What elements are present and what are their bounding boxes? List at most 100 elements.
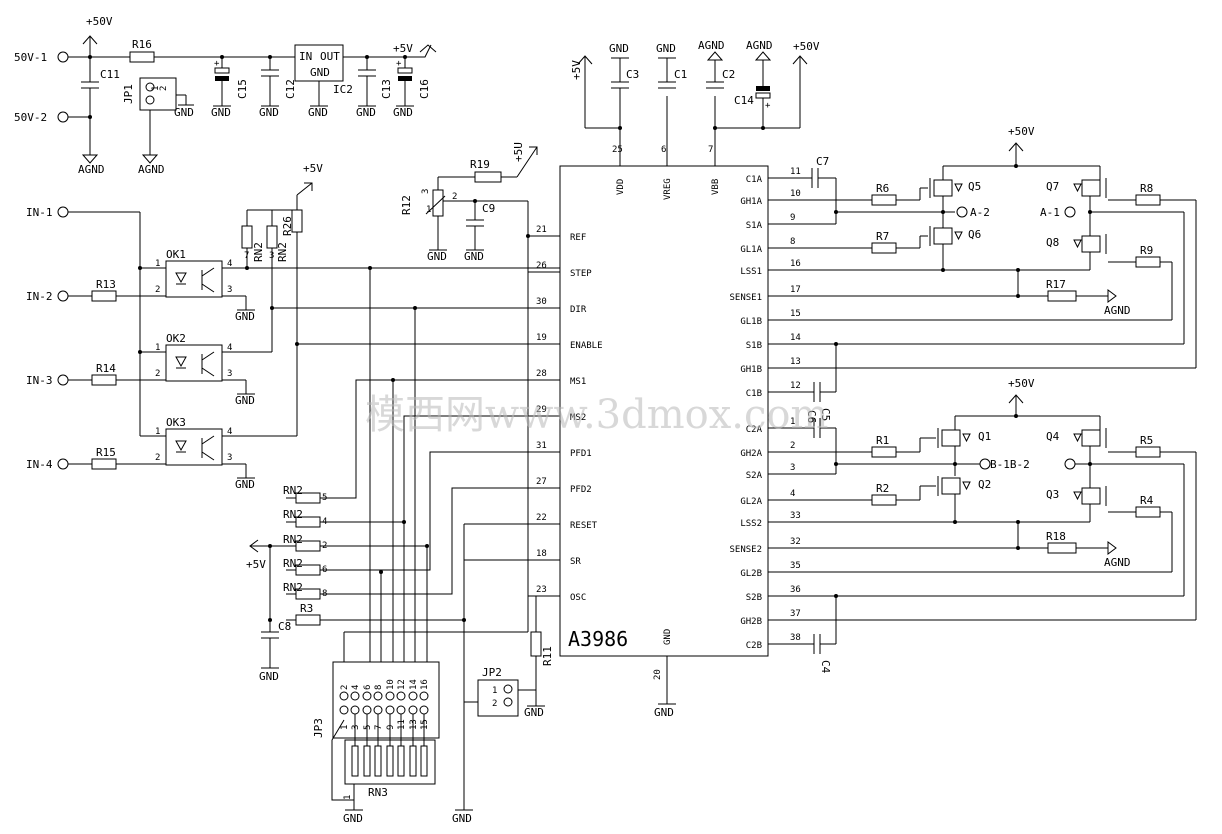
output-b1b2-label: B-1B-2: [990, 458, 1030, 471]
header-pin[interactable]: [408, 705, 418, 715]
r16-label: R16: [132, 38, 152, 51]
ic-pin-name: RESET: [570, 521, 598, 531]
svg-text:RN2: RN2: [283, 484, 303, 497]
supply-50v-label: +50V: [86, 15, 113, 28]
header-pin-number: 12: [397, 679, 407, 690]
svg-text:20: 20: [653, 669, 663, 680]
header-pin[interactable]: [385, 705, 395, 715]
ic-pin-number: 4: [790, 489, 795, 499]
terminal-a2[interactable]: [956, 206, 968, 218]
header-pin[interactable]: [419, 705, 429, 715]
terminal-in3[interactable]: [57, 374, 69, 386]
power-input-section: 50V-1 R16 +50V C11 AGND 50V-2 AGND JP1 1…: [14, 15, 437, 176]
header-jp3: [332, 661, 440, 739]
ic-pin-number: 12: [790, 381, 801, 391]
mosfet-q8: [1081, 235, 1101, 253]
rn3-label: RN3: [368, 786, 388, 799]
ic-pin-name: GH1A: [740, 197, 762, 207]
header-pin[interactable]: [373, 705, 383, 715]
ic-pin-name: GH2A: [740, 449, 762, 459]
svg-text:RN2: RN2: [276, 242, 289, 262]
r4-label: R4: [1140, 494, 1154, 507]
svg-text:GND: GND: [174, 106, 194, 119]
header-pin[interactable]: [362, 705, 372, 715]
svg-text:VBB: VBB: [711, 179, 721, 195]
rn3-resistor: [351, 745, 359, 777]
ic-pin-number: 35: [790, 561, 801, 571]
header-pin-number: 10: [386, 679, 396, 690]
svg-text:1: 1: [155, 343, 160, 353]
ic-pin-name: OSC: [570, 593, 586, 603]
svg-text:6: 6: [661, 145, 666, 155]
c2-label: C2: [722, 68, 735, 81]
terminal-in4[interactable]: [57, 458, 69, 470]
header-pin[interactable]: [396, 705, 406, 715]
c15-label: C15: [236, 79, 249, 99]
ic-pin-name: C1B: [746, 389, 762, 399]
svg-text:GND: GND: [310, 66, 330, 79]
terminal-a1[interactable]: [1064, 206, 1076, 218]
ic-pin-number: 16: [790, 259, 801, 269]
c5-label: C5: [819, 408, 832, 421]
svg-text:+5U: +5U: [512, 142, 525, 162]
svg-text:+: +: [396, 59, 402, 69]
terminal-in1[interactable]: [57, 206, 69, 218]
svg-text:+: +: [765, 101, 771, 111]
svg-text:2: 2: [492, 699, 497, 709]
ic-a3986: A3986 21REF26STEP30DIR19ENABLE28MS129MS2…: [528, 96, 801, 719]
terminal-b1[interactable]: [979, 458, 991, 470]
header-pin[interactable]: [396, 691, 406, 701]
q2-label: Q2: [978, 478, 991, 491]
input-in3-label: IN-3: [26, 374, 53, 387]
terminal-50v-1[interactable]: [57, 51, 69, 63]
c9-label: C9: [482, 202, 495, 215]
svg-text:GND: GND: [452, 812, 472, 825]
ic-pin-name: GL1A: [740, 245, 762, 255]
c4-label: C4: [819, 660, 832, 674]
header-pin[interactable]: [339, 691, 349, 701]
svg-text:AGND: AGND: [1104, 556, 1131, 569]
svg-text:VDD: VDD: [616, 179, 626, 195]
svg-text:GND: GND: [235, 478, 255, 491]
svg-text:GND: GND: [609, 42, 629, 55]
ic-pin-name: GL1B: [740, 317, 762, 327]
svg-text:7: 7: [708, 145, 713, 155]
mosfet-q7: [1081, 179, 1101, 197]
header-pin[interactable]: [419, 691, 429, 701]
header-pin[interactable]: [339, 705, 349, 715]
q8-label: Q8: [1046, 236, 1059, 249]
r2-label: R2: [876, 482, 889, 495]
header-pin[interactable]: [373, 691, 383, 701]
header-pin[interactable]: [350, 691, 360, 701]
mosfet-q1: [941, 429, 961, 447]
header-pin[interactable]: [385, 691, 395, 701]
rn3-resistor: [397, 745, 405, 777]
terminal-b2[interactable]: [1064, 458, 1076, 470]
header-pin[interactable]: [350, 705, 360, 715]
svg-text:GND: GND: [524, 706, 544, 719]
ic-pin-name: SR: [570, 557, 581, 567]
c14-label: C14: [734, 94, 754, 107]
svg-text:+50V: +50V: [1008, 377, 1035, 390]
svg-text:1: 1: [151, 86, 161, 91]
svg-text:RN2: RN2: [283, 508, 303, 521]
ic-pin-number: 37: [790, 609, 801, 619]
c13-label: C13: [380, 79, 393, 99]
r14-label: R14: [96, 362, 116, 375]
header-pin-number: 11: [397, 719, 407, 730]
svg-text:+50V: +50V: [1008, 125, 1035, 138]
r1-label: R1: [876, 434, 889, 447]
c12-label: C12: [284, 79, 297, 99]
header-pin[interactable]: [408, 691, 418, 701]
svg-text:GND: GND: [654, 706, 674, 719]
svg-text:1: 1: [492, 686, 497, 696]
ic-pin-number: 9: [790, 213, 795, 223]
header-pin[interactable]: [362, 691, 372, 701]
plus-5v-arrow-icon: [419, 44, 437, 53]
ic-pin-name: STEP: [570, 269, 592, 279]
terminal-50v-2[interactable]: [57, 111, 69, 123]
header-pin-number: 4: [351, 685, 361, 690]
terminal-in2[interactable]: [57, 290, 69, 302]
configuration-section: RN2 5 RN2 4 RN2 2 RN2 6 RN2 8 +5V R3 C8: [246, 266, 560, 825]
